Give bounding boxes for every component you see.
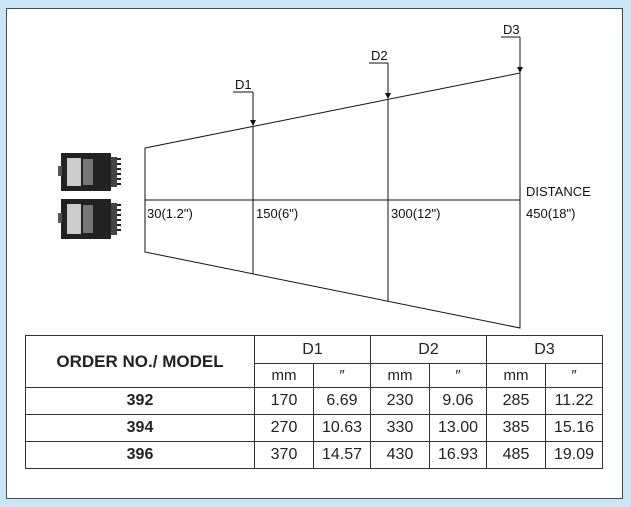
field-of-view-outline	[144, 72, 521, 329]
model-cell: 394	[25, 414, 255, 442]
table-row: 396 370 14.57 430 16.93 485 19.09	[25, 441, 603, 469]
distance-tick-450: 450(18")	[526, 206, 575, 221]
spec-table: ORDER NO./ MODEL D1 D2 D3 mm ″ mm ″ mm ″…	[25, 335, 603, 469]
distance-label: DISTANCE	[526, 184, 591, 199]
model-cell: 396	[25, 441, 255, 469]
value-cell: 230	[370, 387, 430, 415]
value-cell: 385	[486, 414, 546, 442]
group-header-d3: D3	[486, 335, 603, 364]
value-cell: 170	[254, 387, 314, 415]
d3-marker: D3	[501, 22, 523, 73]
unit-inch: ″	[545, 363, 603, 388]
model-cell: 392	[25, 387, 255, 415]
value-cell: 15.16	[545, 414, 603, 442]
d2-marker-label: D2	[371, 48, 388, 63]
d1-marker: D1	[233, 77, 256, 126]
group-header-d2: D2	[370, 335, 487, 364]
d3-marker-label: D3	[503, 22, 520, 37]
value-cell: 10.63	[313, 414, 371, 442]
unit-mm: mm	[370, 363, 430, 388]
value-cell: 13.00	[429, 414, 487, 442]
table-row: 394 270 10.63 330 13.00 385 15.16	[25, 414, 603, 442]
unit-inch: ″	[313, 363, 371, 388]
unit-mm: mm	[486, 363, 546, 388]
value-cell: 370	[254, 441, 314, 469]
value-cell: 485	[486, 441, 546, 469]
scanner-device-icon	[58, 153, 121, 239]
value-cell: 430	[370, 441, 430, 469]
d1-marker-label: D1	[235, 77, 252, 92]
value-cell: 9.06	[429, 387, 487, 415]
group-header-d1: D1	[254, 335, 371, 364]
value-cell: 330	[370, 414, 430, 442]
value-cell: 270	[254, 414, 314, 442]
unit-mm: mm	[254, 363, 314, 388]
distance-tick-30: 30(1.2")	[147, 206, 193, 221]
unit-inch: ″	[429, 363, 487, 388]
value-cell: 14.57	[313, 441, 371, 469]
model-header: ORDER NO./ MODEL	[25, 335, 255, 388]
distance-tick-300: 300(12")	[391, 206, 440, 221]
value-cell: 285	[486, 387, 546, 415]
distance-tick-150: 150(6")	[256, 206, 298, 221]
value-cell: 19.09	[545, 441, 603, 469]
value-cell: 6.69	[313, 387, 371, 415]
d2-marker: D2	[369, 48, 391, 99]
table-row: 392 170 6.69 230 9.06 285 11.22	[25, 387, 603, 415]
value-cell: 16.93	[429, 441, 487, 469]
reading-field-diagram: D1 D2 D3 30(1.2") 150(6") 300(12") 450(1…	[58, 22, 591, 329]
value-cell: 11.22	[545, 387, 603, 415]
